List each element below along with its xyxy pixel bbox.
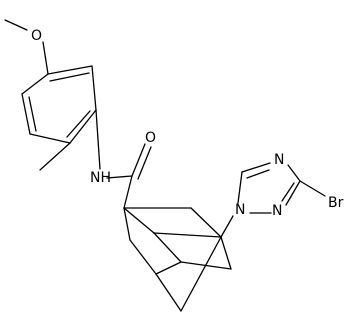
bond-c3-br xyxy=(299,180,326,197)
bond-ring-3 xyxy=(69,109,97,144)
atom-label-carbonyl-o: O xyxy=(145,130,156,146)
atom-label-bromine: Br xyxy=(328,195,344,211)
bond-ring-nh xyxy=(95,109,101,170)
atom-label-triazole-n1: N xyxy=(235,202,245,218)
bond-ring-5 xyxy=(21,93,31,135)
bond-adam-6 xyxy=(129,239,157,275)
bond-adam-10 xyxy=(153,232,182,263)
bond-nh-co xyxy=(106,175,133,179)
bond-adam-8 xyxy=(220,236,232,270)
bond-tri-c5-n4 xyxy=(241,162,271,173)
atom-labels: O NH O N N N Br xyxy=(31,28,344,219)
bond-ring-2 xyxy=(91,65,97,111)
bond-c-o-double-b xyxy=(137,146,152,180)
bond-ring-5-inner xyxy=(28,96,37,132)
bond-adamantyl-triazole xyxy=(220,215,234,238)
bond-aryl-methyl xyxy=(39,142,71,171)
bond-tri-c3-n2-inner xyxy=(281,182,295,202)
bond-tri-c5-n4-inner xyxy=(246,169,270,179)
bond-adam-11 xyxy=(180,236,222,312)
atom-label-triazole-n4: N xyxy=(274,152,284,168)
atom-label-triazole-n2: N xyxy=(272,203,282,219)
bond-tri-n1-c5 xyxy=(237,171,243,204)
atom-label-methoxy-o: O xyxy=(31,28,42,44)
bond-ring-3-inner xyxy=(66,110,91,138)
bond-ring-6 xyxy=(21,73,49,95)
bond-ring-1-inner xyxy=(49,72,90,82)
bond-methyl-o xyxy=(4,19,28,31)
bond-adam-4 xyxy=(153,232,222,238)
bond-co-adamantyl xyxy=(123,175,133,209)
atom-label-amide-nh: NH xyxy=(90,170,111,186)
bond-ring-1 xyxy=(47,65,93,75)
bond-o-ring xyxy=(42,41,49,75)
bond-adam-3 xyxy=(123,207,155,234)
bond-ring-4 xyxy=(29,133,71,144)
bond-tri-c3-n2 xyxy=(285,180,301,206)
bond-adam-2 xyxy=(190,207,222,238)
bond-adam-7 xyxy=(155,261,182,275)
bond-adam-5 xyxy=(123,207,131,241)
bond-c-o-double-a xyxy=(131,143,146,177)
bond-tri-n4-c3 xyxy=(287,164,301,182)
bonds xyxy=(4,19,326,312)
bond-adam-12 xyxy=(155,273,182,312)
